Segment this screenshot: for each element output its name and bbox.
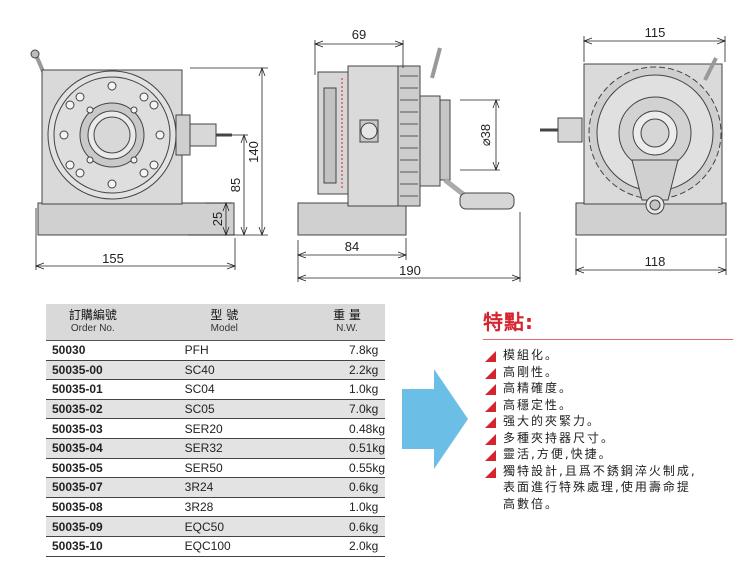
right-arrow-icon bbox=[402, 369, 468, 469]
triangle-bullet-icon bbox=[485, 450, 496, 461]
dim-front-width: 155 bbox=[102, 251, 124, 266]
back-dimensions bbox=[574, 36, 728, 275]
triangle-bullet-icon bbox=[485, 433, 496, 445]
dim-side-bore: ⌀38 bbox=[478, 124, 493, 146]
feature-item-continued: 表面進行特殊處理,使用壽命提 bbox=[503, 480, 691, 494]
feature-item: 模組化。 bbox=[483, 347, 733, 364]
triangle-bullet-icon bbox=[485, 417, 496, 428]
side-view bbox=[297, 47, 515, 236]
dim-back-top-width: 115 bbox=[645, 25, 666, 40]
triangle-bullet-icon bbox=[485, 367, 496, 379]
header-weight: 重 量 N.W. bbox=[308, 304, 385, 341]
dim-side-top-width: 69 bbox=[352, 27, 366, 42]
feature-item: 高精確度。 bbox=[483, 380, 733, 397]
feature-item: 高剛性。 bbox=[483, 364, 733, 381]
dim-back-base-width: 118 bbox=[645, 254, 666, 269]
dim-front-base-height: 25 bbox=[210, 212, 225, 226]
features-list: 模組化。 高剛性。 高精確度。 高穩定性。 强大的夾緊力。 多種夾持器尺寸。 靈… bbox=[483, 347, 733, 512]
header-order-no: 訂購編號 Order No. bbox=[46, 304, 140, 341]
feature-item: 高穩定性。 bbox=[483, 397, 733, 414]
header-model: 型 號 Model bbox=[139, 304, 309, 341]
feature-item: 獨特設計,且爲不銹鋼淬火制成, bbox=[483, 463, 733, 480]
features-panel: 特點: 模組化。 高剛性。 高精確度。 高穩定性。 强大的夾緊力。 多種夾持器尺… bbox=[483, 306, 733, 512]
triangle-bullet-icon bbox=[485, 351, 496, 362]
dim-side-total-width: 190 bbox=[399, 263, 421, 278]
triangle-bullet-icon bbox=[485, 384, 496, 395]
table-header-row: 訂購編號 Order No. 型 號 Model 重 量 N.W. bbox=[46, 304, 385, 341]
dim-front-height: 140 bbox=[246, 141, 261, 163]
features-title: 特點: bbox=[483, 306, 733, 340]
front-view bbox=[30, 49, 235, 236]
triangle-bullet-icon bbox=[485, 400, 496, 412]
side-dimensions bbox=[296, 40, 522, 282]
feature-item: 多種夾持器尺寸。 bbox=[483, 430, 733, 447]
technical-drawings: 155 140 85 25 bbox=[30, 25, 728, 282]
triangle-bullet-icon bbox=[485, 466, 496, 478]
dim-front-center-height: 85 bbox=[228, 178, 243, 192]
dim-side-base-width: 84 bbox=[345, 239, 359, 254]
back-view bbox=[540, 57, 727, 236]
feature-item-continued: 高數倍。 bbox=[503, 496, 560, 511]
feature-item: 靈活,方便,快捷。 bbox=[483, 446, 733, 463]
feature-item: 强大的夾緊力。 bbox=[483, 413, 733, 430]
front-dimensions bbox=[34, 66, 268, 270]
